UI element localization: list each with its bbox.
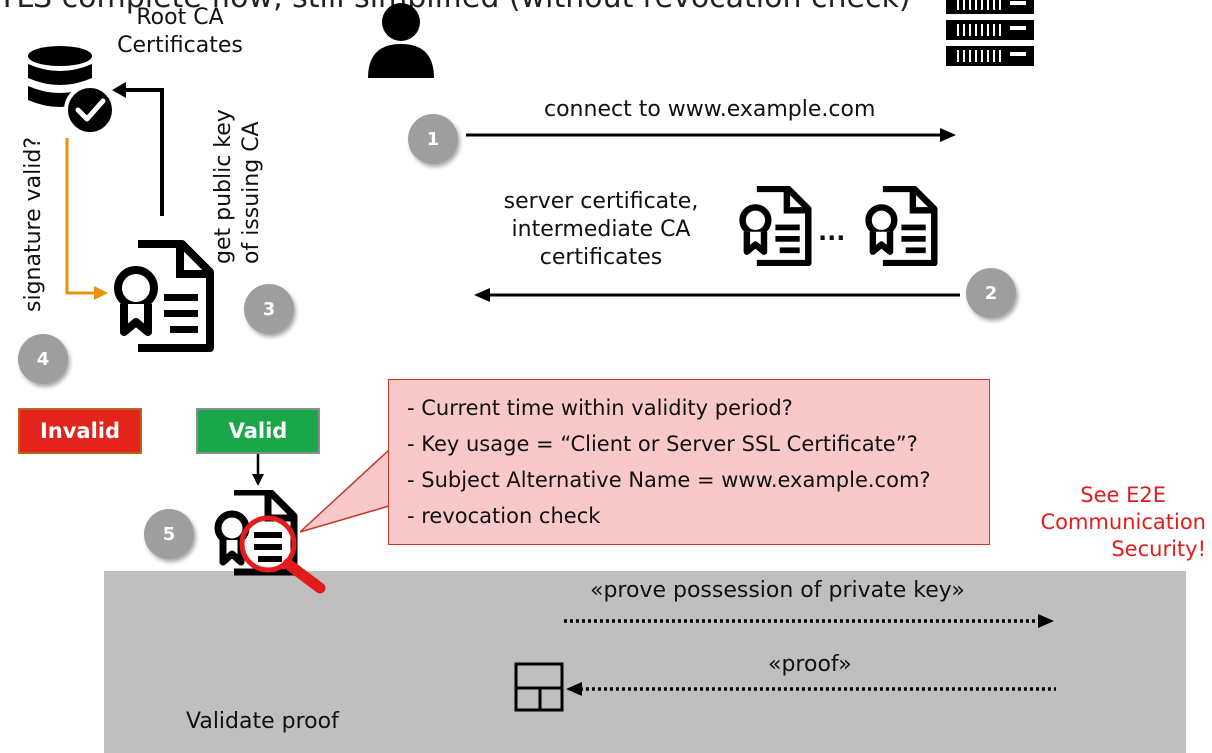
server-certificate-icon xyxy=(739,186,812,266)
root-ca-label: Root CA Certificates xyxy=(117,5,243,58)
check-item: - Current time within validity period? xyxy=(407,396,793,420)
intermediate-certificate-icon xyxy=(865,186,938,266)
check-item: - revocation check xyxy=(407,504,601,528)
connect-label: connect to www.example.com xyxy=(544,97,876,122)
step-2-badge: 2 xyxy=(966,268,1016,318)
step-5-badge: 5 xyxy=(144,509,194,559)
window-icon xyxy=(514,662,564,712)
connect-arrow xyxy=(466,128,956,142)
check-item: - Subject Alternative Name = www.example… xyxy=(407,468,931,492)
user-icon xyxy=(368,3,434,78)
valid-badge: Valid xyxy=(196,408,320,454)
invalid-badge: Invalid xyxy=(18,408,142,454)
validate-proof-label: Validate proof xyxy=(186,709,339,734)
validation-checks-callout: - Current time within validity period? -… xyxy=(388,379,990,545)
step-3-badge: 3 xyxy=(244,284,294,334)
step-1-badge: 1 xyxy=(408,114,458,164)
server-icon xyxy=(946,0,1034,66)
callout-tail xyxy=(300,448,390,533)
get-key-arrow xyxy=(112,82,164,216)
step-4-badge: 4 xyxy=(18,334,68,384)
proof-arrow xyxy=(566,682,1056,696)
cert-ellipsis: ... xyxy=(818,218,846,246)
signature-arrow xyxy=(65,138,108,300)
prove-possession-label: «prove possession of private key» xyxy=(590,578,965,603)
prove-arrow xyxy=(564,614,1054,628)
database-check-icon xyxy=(28,46,116,136)
server-cert-label: server certificate, intermediate CA cert… xyxy=(503,189,699,270)
valid-arrow xyxy=(252,454,264,486)
proof-label: «proof» xyxy=(768,652,852,677)
get-public-key-label: get public key of issuing CA xyxy=(211,109,264,264)
signature-valid-label: signature valid? xyxy=(21,137,46,312)
certificate-icon xyxy=(114,240,214,352)
e2e-note: See E2E Communication Security! xyxy=(1040,483,1206,561)
check-item: - Key usage = “Client or Server SSL Cert… xyxy=(407,432,918,456)
slide-title: TLS complete flow, still simplified (wit… xyxy=(0,0,911,15)
proof-panel xyxy=(104,571,1186,753)
certificates-arrow xyxy=(474,288,960,302)
certificate-inspect-icon xyxy=(214,490,326,594)
